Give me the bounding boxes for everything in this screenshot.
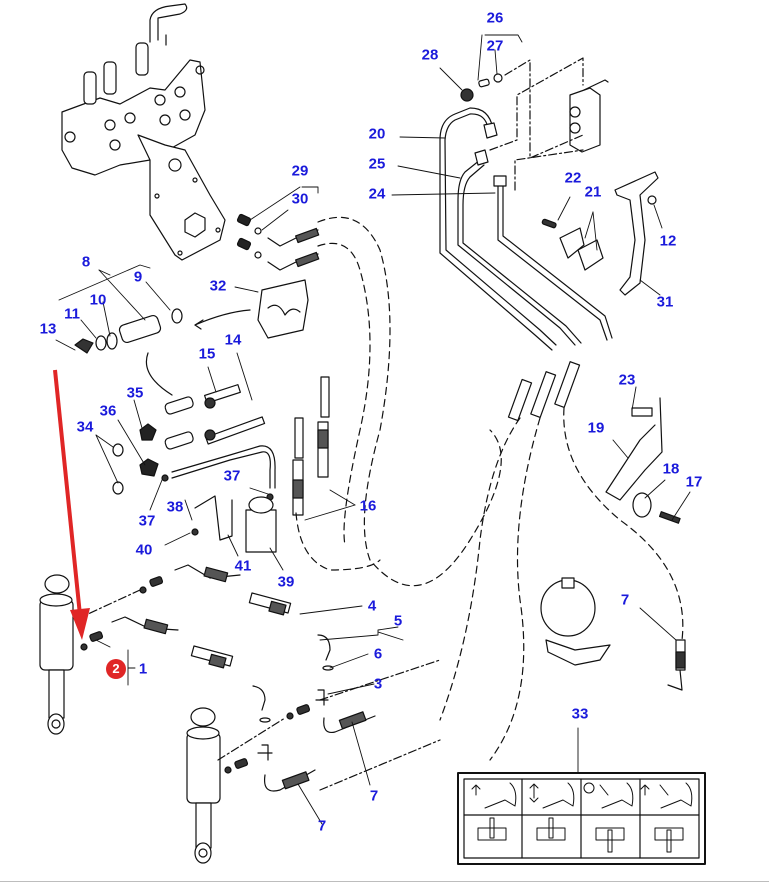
leader-lines xyxy=(55,34,691,825)
callout-3[interactable]: 3 xyxy=(373,675,383,693)
hose-ends-pipes xyxy=(507,361,581,422)
decal-33-panel xyxy=(457,772,706,865)
callout-18[interactable]: 18 xyxy=(662,460,680,478)
bottom-divider xyxy=(0,881,769,882)
arrow-pin xyxy=(145,352,173,396)
callout-20[interactable]: 20 xyxy=(368,125,386,143)
callout-36[interactable]: 36 xyxy=(99,402,117,420)
callout-8[interactable]: 8 xyxy=(81,253,91,271)
callout-4[interactable]: 4 xyxy=(367,597,377,615)
callout-27[interactable]: 27 xyxy=(486,37,504,55)
callout-34[interactable]: 34 xyxy=(76,418,94,436)
callout-13[interactable]: 13 xyxy=(39,320,57,338)
pipes-20-24-25 xyxy=(439,107,613,351)
callout-23[interactable]: 23 xyxy=(618,371,636,389)
callout-39[interactable]: 39 xyxy=(277,573,295,591)
callout-7-right[interactable]: 7 xyxy=(620,591,630,609)
highlight-arrow xyxy=(53,369,90,640)
callout-30[interactable]: 30 xyxy=(291,190,309,208)
callout-25[interactable]: 25 xyxy=(368,155,386,173)
callout-11[interactable]: 11 xyxy=(64,305,80,323)
arrow-32-to-9 xyxy=(194,309,251,326)
parts-39-40-41 xyxy=(191,495,277,553)
callout-5[interactable]: 5 xyxy=(393,612,403,630)
callout-32[interactable]: 32 xyxy=(209,277,227,295)
lift-cylinder-right xyxy=(186,707,221,864)
callout-38[interactable]: 38 xyxy=(166,498,184,516)
control-valve-block xyxy=(61,3,226,261)
callout-35[interactable]: 35 xyxy=(126,384,144,402)
hose-7-right xyxy=(667,639,686,691)
callout-15[interactable]: 15 xyxy=(198,345,216,363)
fittings-29-30 xyxy=(236,213,320,271)
clamps-21-22 xyxy=(541,218,604,271)
callout-37-upper[interactable]: 37 xyxy=(223,467,241,485)
callout-28[interactable]: 28 xyxy=(421,46,439,64)
callout-7-lower-right[interactable]: 7 xyxy=(369,787,379,805)
callout-10[interactable]: 10 xyxy=(89,291,107,309)
callout-24[interactable]: 24 xyxy=(368,185,386,203)
callout-2-highlighted[interactable]: 2 xyxy=(106,659,126,679)
hoses-16 xyxy=(292,376,330,516)
lift-cylinder-left xyxy=(39,574,74,735)
decal-33-icons xyxy=(471,782,693,853)
cylinder-fittings xyxy=(80,564,376,792)
callout-21[interactable]: 21 xyxy=(584,183,602,201)
callout-12[interactable]: 12 xyxy=(659,232,677,250)
callout-6[interactable]: 6 xyxy=(373,645,383,663)
callout-19[interactable]: 19 xyxy=(587,419,605,437)
callout-33[interactable]: 33 xyxy=(571,705,589,723)
callout-40[interactable]: 40 xyxy=(135,541,153,559)
callout-26[interactable]: 26 xyxy=(486,9,504,27)
callout-7-lower-left[interactable]: 7 xyxy=(317,817,327,835)
callout-17[interactable]: 17 xyxy=(685,473,703,491)
parts-8-13 xyxy=(74,308,183,354)
bracket-19 xyxy=(605,397,681,524)
dash-leaders-cylinders xyxy=(74,589,441,791)
callout-29[interactable]: 29 xyxy=(291,162,309,180)
callout-37-lower[interactable]: 37 xyxy=(138,512,156,530)
callout-41[interactable]: 41 xyxy=(234,557,252,575)
part-32-decal xyxy=(257,279,309,339)
parts-14-15-35-36 xyxy=(112,384,276,501)
dash-leaders-valve xyxy=(489,57,584,191)
selector-valve xyxy=(460,73,609,153)
callout-1[interactable]: 1 xyxy=(138,660,148,678)
callout-9[interactable]: 9 xyxy=(133,268,143,286)
callout-22[interactable]: 22 xyxy=(564,169,582,187)
bracket-31 xyxy=(614,171,659,296)
callout-16[interactable]: 16 xyxy=(359,497,377,515)
accumulator xyxy=(540,577,611,666)
callout-31[interactable]: 31 xyxy=(656,293,674,311)
callout-14[interactable]: 14 xyxy=(224,331,242,349)
hose-routes xyxy=(295,216,684,761)
